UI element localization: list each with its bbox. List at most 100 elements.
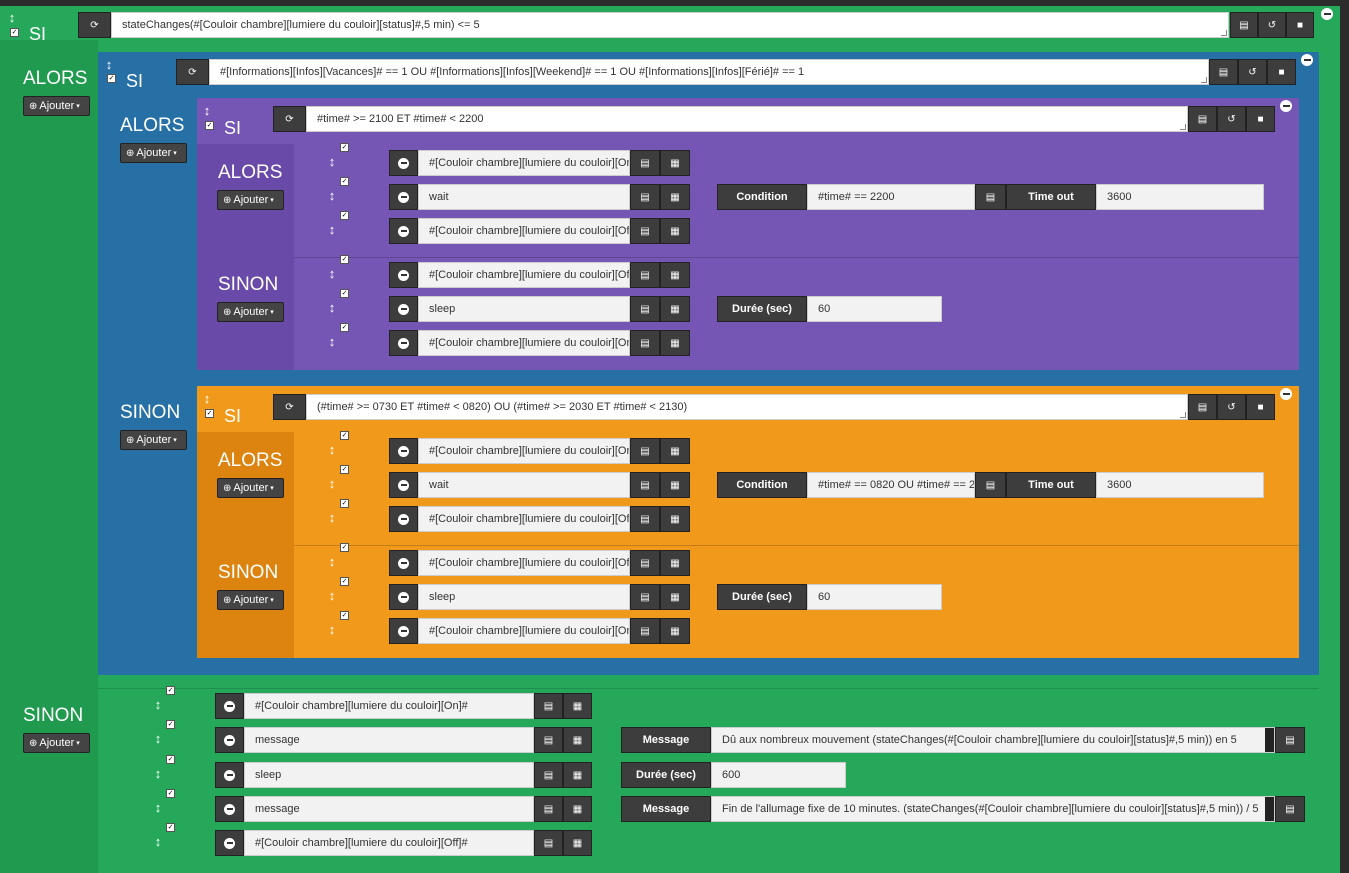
options-button[interactable]: ▦	[660, 506, 690, 532]
list-button[interactable]: ▤	[630, 472, 660, 498]
timeout-input[interactable]: 3600	[1096, 184, 1264, 210]
duree-input[interactable]: 600	[711, 762, 846, 788]
history-button[interactable]: ↺	[1238, 59, 1267, 85]
move-vertical-icon[interactable]: ↕	[154, 800, 162, 815]
list-button[interactable]: ▤	[1230, 12, 1258, 38]
enable-checkbox[interactable]: ✓	[166, 789, 175, 798]
list-button[interactable]: ▤	[630, 296, 660, 322]
options-button[interactable]: ▦	[660, 150, 690, 176]
remove-action-button[interactable]	[389, 218, 418, 244]
move-vertical-icon[interactable]: ↕	[328, 154, 336, 169]
options-button[interactable]: ▦	[660, 330, 690, 356]
move-vertical-icon[interactable]: ↕	[8, 10, 16, 25]
action-input[interactable]: wait	[418, 472, 630, 498]
remove-action-button[interactable]	[389, 506, 418, 532]
options-button[interactable]: ▦	[660, 262, 690, 288]
action-input[interactable]: sleep	[418, 584, 630, 610]
condition-input[interactable]: stateChanges(#[Couloir chambre][lumiere …	[111, 12, 1229, 38]
remove-action-button[interactable]	[389, 150, 418, 176]
list-button[interactable]: ▤	[534, 796, 563, 822]
move-vertical-icon[interactable]: ↕	[203, 103, 211, 118]
enable-checkbox[interactable]: ✓	[340, 543, 349, 552]
list-button[interactable]: ▤	[534, 693, 563, 719]
list-button[interactable]: ▤	[630, 618, 660, 644]
history-button[interactable]: ↺	[1258, 12, 1286, 38]
duree-input[interactable]: 60	[807, 584, 942, 610]
refresh-button[interactable]: ⟳	[78, 12, 111, 38]
list-button[interactable]: ▤	[534, 762, 563, 788]
enable-checkbox[interactable]: ✓	[340, 289, 349, 298]
list-button[interactable]: ▤	[975, 184, 1006, 210]
remove-action-button[interactable]	[389, 584, 418, 610]
remove-action-button[interactable]	[389, 296, 418, 322]
cube-button[interactable]: ■	[1246, 394, 1275, 420]
action-input[interactable]: message	[244, 796, 534, 822]
move-vertical-icon[interactable]: ↕	[328, 222, 336, 237]
enable-checkbox[interactable]: ✓	[340, 577, 349, 586]
move-vertical-icon[interactable]: ↕	[154, 834, 162, 849]
remove-action-button[interactable]	[389, 472, 418, 498]
remove-action-button[interactable]	[215, 830, 244, 856]
ajouter-button[interactable]: ⊕Ajouter▾	[120, 430, 187, 450]
refresh-button[interactable]: ⟳	[176, 59, 209, 85]
wait-condition-input[interactable]: #time# == 2200	[807, 184, 975, 210]
list-button[interactable]: ▤	[1188, 106, 1217, 132]
move-vertical-icon[interactable]: ↕	[328, 266, 336, 281]
move-vertical-icon[interactable]: ↕	[328, 442, 336, 457]
options-button[interactable]: ▦	[660, 550, 690, 576]
move-vertical-icon[interactable]: ↕	[154, 766, 162, 781]
enable-checkbox[interactable]: ✓	[166, 823, 175, 832]
condition-input[interactable]: (#time# >= 0730 ET #time# < 0820) OU (#t…	[306, 394, 1188, 420]
list-button[interactable]: ▤	[630, 584, 660, 610]
move-vertical-icon[interactable]: ↕	[328, 588, 336, 603]
message-textarea[interactable]: Fin de l'allumage fixe de 10 minutes. (s…	[711, 796, 1275, 822]
enable-checkbox[interactable]: ✓	[340, 255, 349, 264]
options-button[interactable]: ▦	[563, 693, 592, 719]
enable-checkbox[interactable]: ✓	[205, 409, 214, 418]
list-button[interactable]: ▤	[534, 830, 563, 856]
list-button[interactable]: ▤	[630, 550, 660, 576]
list-button[interactable]: ▤	[975, 472, 1006, 498]
action-input[interactable]: #[Couloir chambre][lumiere du couloir][O…	[418, 262, 630, 288]
list-button[interactable]: ▤	[1275, 796, 1305, 822]
action-input[interactable]: #[Couloir chambre][lumiere du couloir][O…	[418, 438, 630, 464]
list-button[interactable]: ▤	[1209, 59, 1238, 85]
move-vertical-icon[interactable]: ↕	[154, 731, 162, 746]
move-vertical-icon[interactable]: ↕	[328, 300, 336, 315]
ajouter-button[interactable]: ⊕Ajouter▾	[23, 96, 90, 116]
enable-checkbox[interactable]: ✓	[340, 465, 349, 474]
list-button[interactable]: ▤	[630, 262, 660, 288]
remove-action-button[interactable]	[389, 550, 418, 576]
history-button[interactable]: ↺	[1217, 106, 1246, 132]
move-vertical-icon[interactable]: ↕	[328, 188, 336, 203]
scrollbar[interactable]	[1265, 728, 1274, 752]
action-input[interactable]: sleep	[244, 762, 534, 788]
enable-checkbox[interactable]: ✓	[166, 755, 175, 764]
move-vertical-icon[interactable]: ↕	[328, 554, 336, 569]
enable-checkbox[interactable]: ✓	[340, 143, 349, 152]
list-button[interactable]: ▤	[630, 150, 660, 176]
options-button[interactable]: ▦	[660, 618, 690, 644]
remove-action-button[interactable]	[389, 262, 418, 288]
remove-block-button[interactable]	[1280, 100, 1292, 112]
enable-checkbox[interactable]: ✓	[205, 121, 214, 130]
action-input[interactable]: #[Couloir chambre][lumiere du couloir][O…	[418, 618, 630, 644]
remove-block-button[interactable]	[1301, 54, 1313, 66]
move-vertical-icon[interactable]: ↕	[154, 697, 162, 712]
remove-action-button[interactable]	[389, 330, 418, 356]
move-vertical-icon[interactable]: ↕	[328, 476, 336, 491]
list-button[interactable]: ▤	[630, 438, 660, 464]
action-input[interactable]: wait	[418, 184, 630, 210]
action-input[interactable]: sleep	[418, 296, 630, 322]
remove-action-button[interactable]	[215, 727, 244, 753]
wait-condition-input[interactable]: #time# == 0820 OU #time# == 2130	[807, 472, 975, 498]
list-button[interactable]: ▤	[630, 184, 660, 210]
ajouter-button[interactable]: ⊕Ajouter▾	[217, 190, 284, 210]
options-button[interactable]: ▦	[563, 727, 592, 753]
ajouter-button[interactable]: ⊕Ajouter▾	[217, 302, 284, 322]
list-button[interactable]: ▤	[1188, 394, 1217, 420]
remove-action-button[interactable]	[389, 618, 418, 644]
options-button[interactable]: ▦	[563, 830, 592, 856]
enable-checkbox[interactable]: ✓	[10, 28, 19, 37]
action-input[interactable]: #[Couloir chambre][lumiere du couloir][O…	[418, 550, 630, 576]
